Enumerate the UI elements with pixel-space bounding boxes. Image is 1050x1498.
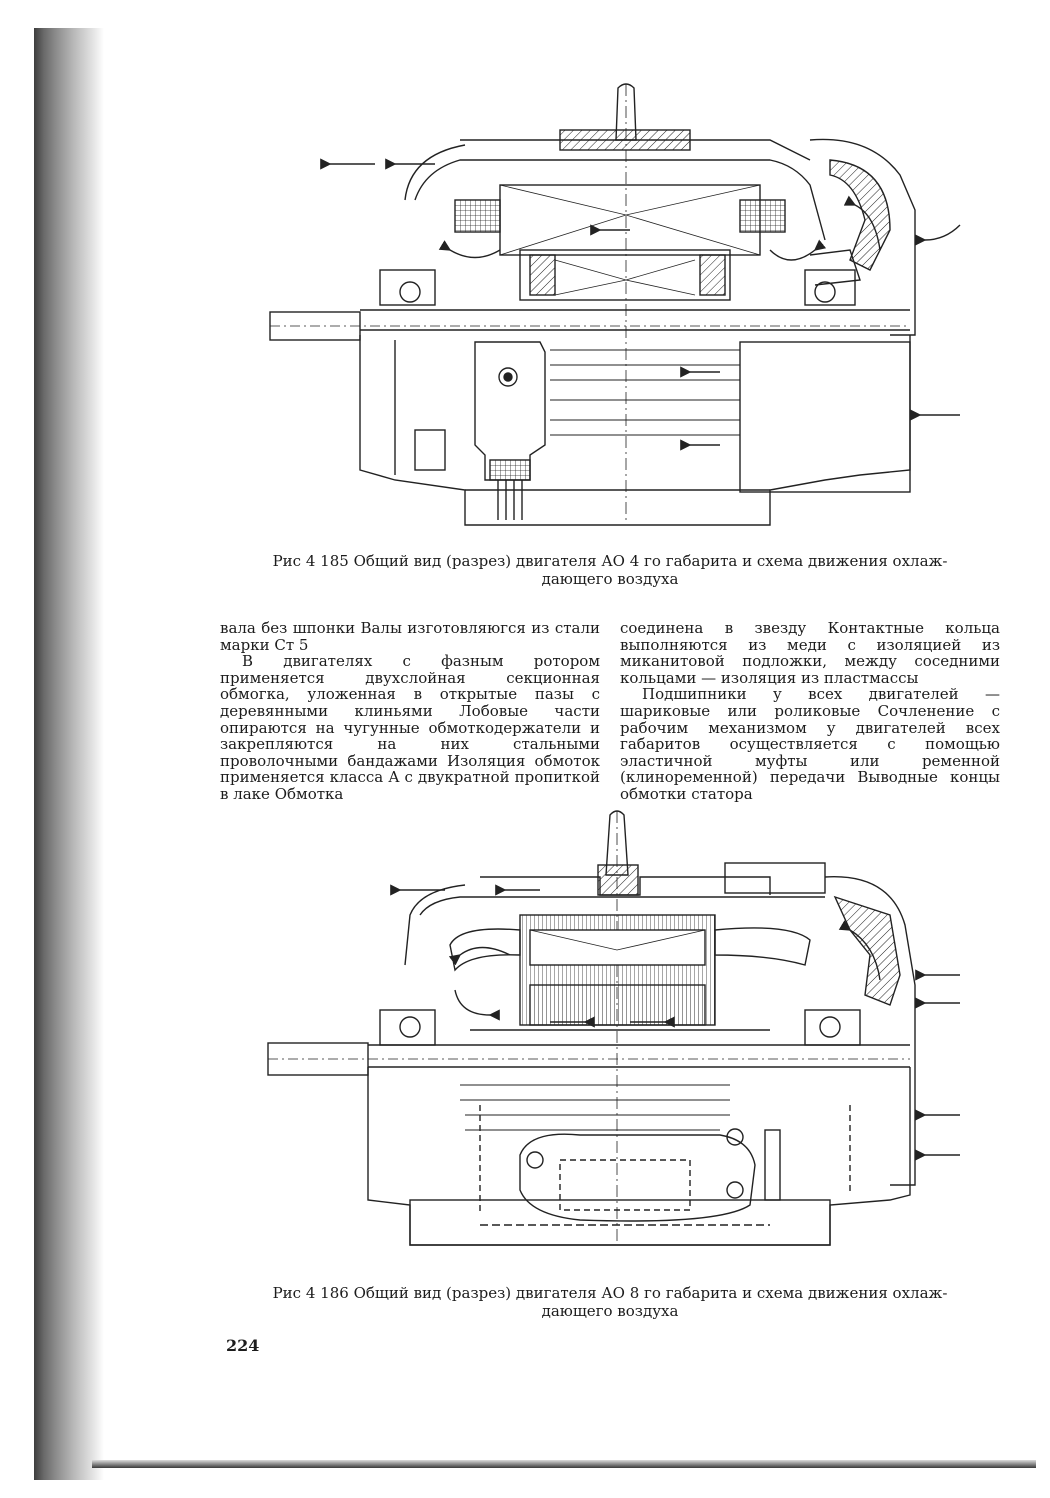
figure-motor-ao4-section [250,80,970,540]
caption-line: Рис 4 185 Общий вид (разрез) двигателя А… [272,552,948,570]
motor-ao8-drawing [267,810,960,1246]
figure-motor-ao8-section [250,805,970,1285]
paragraph: вала без шпонки Валы изготовляюгся из ст… [220,619,600,654]
motor-ao4-drawing [269,83,961,526]
text-column-right: соединена в звезду Контактные кольца вып… [620,620,1000,803]
text-column-left: вала без шпонки Валы изготовляюгся из ст… [220,620,600,803]
scan-bottom-edge [92,1460,1036,1468]
page-number: 224 [226,1336,260,1355]
caption-line: дающего воздуха [541,1302,679,1320]
scan-binding-shadow [34,28,104,1480]
paragraph: Подшипники у всех двигателей — шариковые… [620,685,1000,803]
caption-line: Рис 4 186 Общий вид (разрез) двигателя А… [272,1284,948,1302]
paragraph: В двигателях с фазным ротором применяетс… [220,652,600,803]
caption-line: дающего воздуха [541,570,679,588]
figure-186-caption: Рис 4 186 Общий вид (разрез) двигателя А… [240,1284,980,1320]
paragraph: соединена в звезду Контактные кольца вып… [620,619,1000,687]
figure-185-caption: Рис 4 185 Общий вид (разрез) двигателя А… [240,552,980,588]
